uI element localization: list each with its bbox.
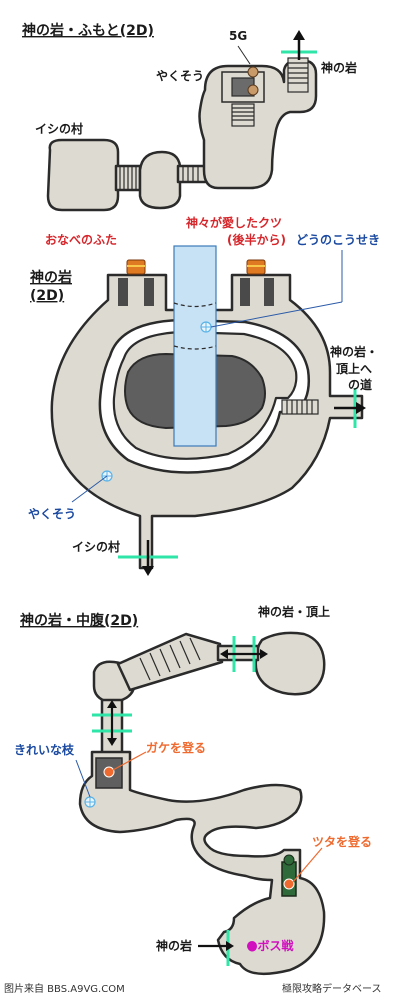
label-kutsu-2: (後半から) xyxy=(227,232,286,247)
arrow-icon xyxy=(293,30,305,60)
label-yakusou-2: やくそう xyxy=(28,507,76,521)
arrow-icon xyxy=(198,941,234,951)
arrow-icon xyxy=(334,402,366,414)
label-5g: 5G xyxy=(229,29,247,43)
stairs-east xyxy=(281,399,319,415)
section-title-rock-2: (2D) xyxy=(30,288,64,304)
summit-area xyxy=(254,631,326,696)
treasure-chest-icon xyxy=(126,259,146,275)
ishi-village-area xyxy=(46,138,120,212)
cliff-rect xyxy=(95,757,123,789)
middle-path-area xyxy=(138,150,182,210)
pillar xyxy=(118,278,128,306)
label-exit-2: 頂上へ xyxy=(336,361,372,376)
section-title-rock-1: 神の岩 xyxy=(30,269,72,286)
pillar xyxy=(144,278,154,306)
label-yakusou-1: やくそう xyxy=(156,69,204,83)
label-dounokousek: どうのこうせき xyxy=(296,233,380,247)
label-kutsu-1: 神々が愛したクツ xyxy=(186,215,282,230)
map-section-rock: 神の岩 (2D) おなべのふた 神々が愛したクツ (後半から) どうのこうせき … xyxy=(28,215,380,576)
corridor xyxy=(176,164,208,184)
label-kaminoiwa-3: 神の岩 xyxy=(156,938,192,953)
arrow-icon xyxy=(142,540,154,576)
sparkle-icon xyxy=(84,796,96,808)
label-onabenofuta: おなべのふた xyxy=(45,233,117,247)
label-exit-3: の道 xyxy=(348,377,372,392)
boss-marker-icon xyxy=(247,941,257,951)
map-section-midslope: 神の岩・中腹(2D) 神の岩・頂上 きれいな枝 ガケを登る ツタを登る 神の岩 … xyxy=(14,604,372,976)
treasure-chest-icon xyxy=(246,259,266,275)
label-ishinomura-2: イシの村 xyxy=(72,539,120,554)
label-gake: ガケを登る xyxy=(146,740,206,755)
arrow-icon xyxy=(220,649,268,659)
foot-main-area xyxy=(198,58,318,190)
waterfall xyxy=(173,245,217,447)
bag-icon xyxy=(247,66,259,96)
stairs-inner xyxy=(231,103,255,127)
pillar xyxy=(264,278,274,306)
sparkle-icon xyxy=(200,321,212,333)
label-kireinaeda: きれいな枝 xyxy=(14,742,75,757)
arrow-icon xyxy=(107,700,117,746)
ramp xyxy=(116,632,224,692)
credit-watermark: 極限攻略データベース xyxy=(282,982,382,995)
label-kaminoiwa-1: 神の岩 xyxy=(321,60,357,75)
label-ishinomura-1: イシの村 xyxy=(35,121,83,136)
pillar xyxy=(240,278,250,306)
map-section-foot: 神の岩・ふもと(2D) 5G やくそう 神の岩 イシの村 xyxy=(22,22,357,212)
label-boss: ●ボス戦 xyxy=(247,938,294,953)
source-watermark: 图片来自 BBS.A9VG.COM xyxy=(4,982,125,995)
label-exit-1: 神の岩・ xyxy=(330,344,378,359)
section-title-foot: 神の岩・ふもと(2D) xyxy=(22,22,154,39)
lower-winding-area xyxy=(78,750,326,976)
label-tsuta: ツタを登る xyxy=(312,834,372,849)
section-title-midslope: 神の岩・中腹(2D) xyxy=(20,612,138,629)
sparkle-icon xyxy=(101,470,113,482)
label-choujou: 神の岩・頂上 xyxy=(258,604,330,619)
